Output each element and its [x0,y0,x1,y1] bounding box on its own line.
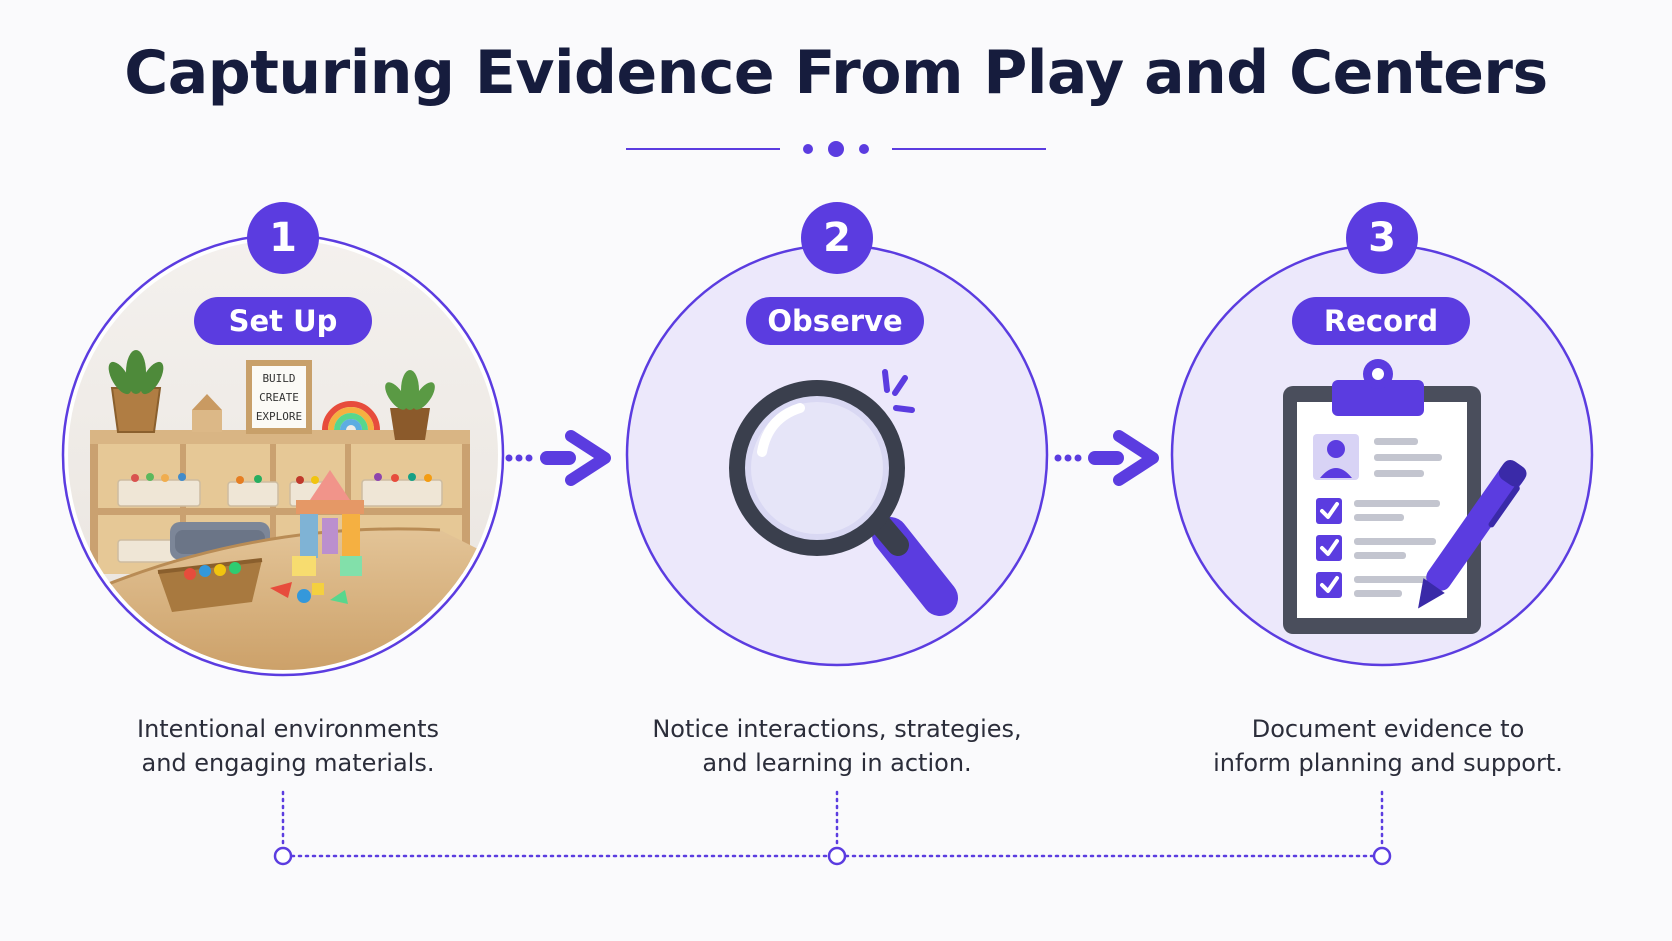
title-divider [626,141,1046,157]
sign-line-1: BUILD [262,372,296,385]
step-1-description-line-1: Intentional environments [136,715,439,743]
step-2-label-pill: Observe [746,297,924,345]
step-3-description-line-1: Document evidence to [1251,715,1525,743]
step-2-number-badge: 2 [801,202,873,274]
bottom-timeline [281,790,1384,858]
page-title: Capturing Evidence From Play and Centers [124,38,1548,108]
timeline-nodes [273,846,1392,866]
step-1-label-pill: Set Up [194,297,372,345]
arrow-1-to-2 [505,430,611,486]
step-3-description: Document evidence to inform planning and… [1168,712,1608,780]
sign-line-2: CREATE [259,391,299,404]
step-2-description-line-1: Notice interactions, strategies, [652,715,1022,743]
sign-line-3: EXPLORE [255,410,303,423]
clipboard-checklist-icon [1283,359,1527,634]
step-1-number-badge: 1 [247,202,319,274]
step-3-label-pill: Record [1292,297,1470,345]
pen-icon [1418,459,1527,609]
classroom-sign: BUILD CREATE EXPLORE [252,369,306,426]
step-3-description-line-2: inform planning and support. [1213,749,1563,777]
step-1-description: Intentional environments and engaging ma… [68,712,508,780]
arrow-2-to-3 [1054,430,1159,486]
step-1-description-line-2: and engaging materials. [141,749,435,777]
magnifying-glass-icon [729,369,958,616]
step-2-description: Notice interactions, strategies, and lea… [617,712,1057,780]
step-2-description-line-2: and learning in action. [702,749,972,777]
step-3-number-badge: 3 [1346,202,1418,274]
